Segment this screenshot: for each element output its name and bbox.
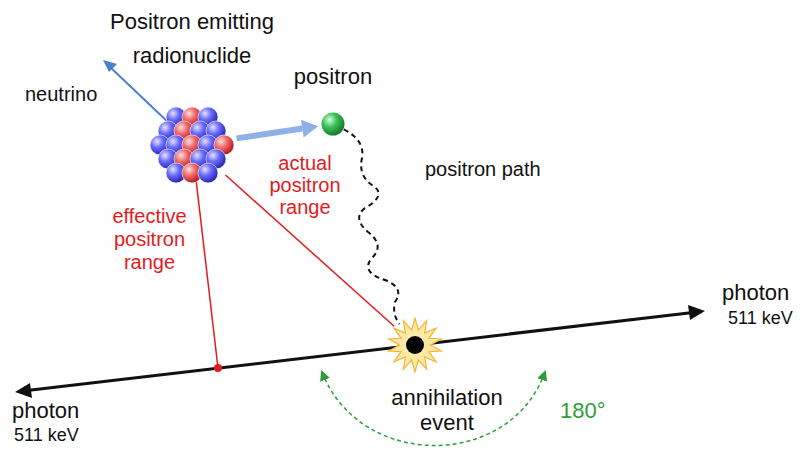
annihilation-star — [387, 317, 443, 373]
star-burst — [389, 318, 442, 372]
positron-ball — [322, 113, 345, 136]
radionuclide-node: Positron emitting radionuclide — [147, 100, 237, 190]
connector — [237, 129, 303, 139]
photon-label: photon — [722, 280, 789, 306]
nucleus-symbol — [147, 100, 237, 190]
node-heading: annihilation event — [382, 385, 512, 435]
arrowhead — [301, 120, 318, 138]
range-label: effective positron range — [102, 205, 197, 274]
connector — [344, 129, 400, 324]
range-dot — [214, 364, 222, 372]
photon-line — [27, 312, 693, 390]
positron-node: positron — [321, 112, 345, 136]
range-label: actual positron range — [260, 152, 350, 218]
energy-label: 511 keV — [728, 307, 793, 329]
positron-symbol — [321, 112, 345, 136]
neutrino-arrow — [110, 67, 170, 124]
neutrino-arrowhead — [103, 60, 117, 72]
node-heading: positron — [283, 64, 383, 90]
particle-label: neutrino — [25, 82, 97, 106]
photon-arrowhead — [15, 383, 32, 398]
path-label: positron path — [425, 157, 541, 181]
nucleon — [198, 163, 218, 183]
photon-label: photon — [12, 398, 79, 424]
energy-label: 511 keV — [14, 424, 79, 446]
event-dot — [406, 336, 424, 354]
angle-arc — [322, 372, 545, 446]
photon-arrowhead — [688, 305, 705, 320]
node-heading: Positron emitting radionuclide — [92, 5, 292, 73]
annihilation-node: annihilation event — [387, 317, 443, 373]
angle-label: 180° — [560, 398, 606, 424]
